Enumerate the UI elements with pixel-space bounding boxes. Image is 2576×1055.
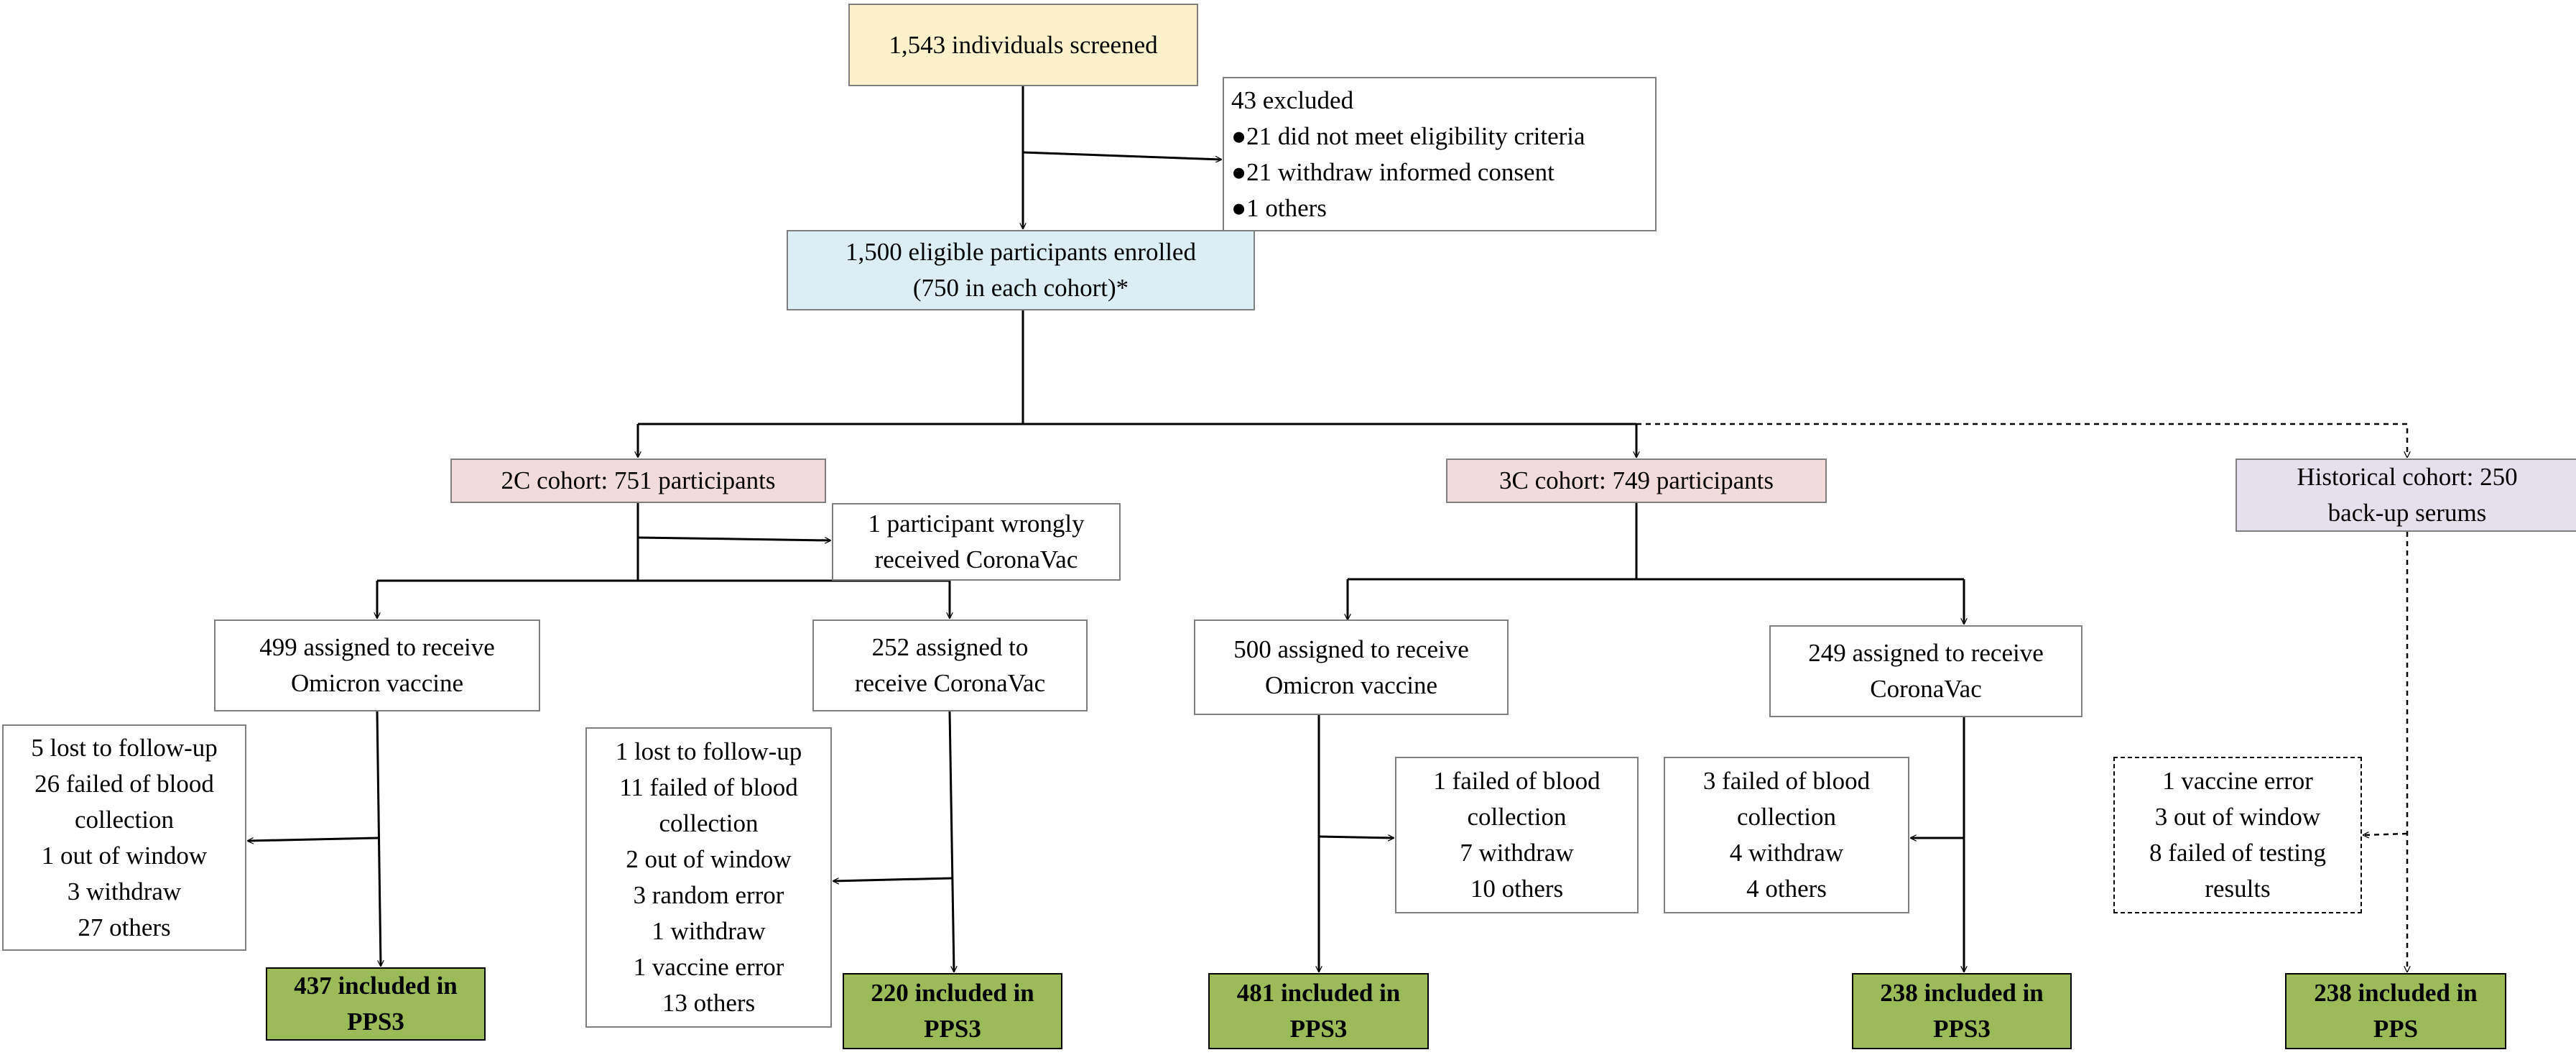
loss-3c-omicron-box: 1 failed of blood collection 7 withdraw 10 … — [1395, 757, 1639, 913]
box-text-line: 26 failed of blood — [34, 769, 214, 798]
box-text-line: collection — [659, 809, 759, 837]
arm-2c-coronavac-box: 252 assigned to receive CoronaVac — [812, 619, 1088, 711]
included-2c-coronavac-box: 220 included in PPS3 — [843, 973, 1062, 1049]
box-text-line: (750 in each cohort)* — [912, 274, 1129, 302]
box-text-line: 8 failed of testing — [2149, 839, 2326, 867]
box-text-line: collection — [1467, 803, 1567, 831]
excluded-reason: ●1 others — [1231, 193, 1327, 222]
box-text-line: received CoronaVac — [874, 545, 1078, 573]
loss-historical-box: 1 vaccine error 3 out of window 8 failed o… — [2113, 757, 2362, 913]
box-text-line: 1 participant wrongly — [868, 510, 1085, 538]
box-text-line: 4 others — [1746, 875, 1827, 903]
box-text-line: 27 others — [78, 913, 171, 941]
loss-3c-coronavac-box: 3 failed of blood collection 4 withdraw 4 o… — [1664, 757, 1909, 913]
box-text-line: 249 assigned to receive — [1808, 639, 2044, 667]
box-text-line: 481 included in — [1236, 979, 1401, 1007]
box-text-line: back-up serums — [2327, 499, 2487, 527]
box-text-line: 10 others — [1470, 875, 1564, 903]
connector-historical-loss — [2363, 834, 2408, 835]
included-3c-omicron-box: 481 included in PPS3 — [1208, 973, 1429, 1049]
connector-to-excluded — [1022, 151, 1221, 160]
connector-3c-omicron-loss — [1318, 837, 1394, 838]
box-text-line: PPS3 — [924, 1015, 981, 1043]
box-text-line: 13 others — [662, 989, 756, 1017]
box-text-line: 238 included in — [2314, 979, 2478, 1007]
connector-2c-omicron-loss — [248, 837, 379, 841]
box-text-line: 1,500 eligible participants enrolled — [845, 238, 1196, 266]
box-text-line: 1 failed of blood — [1433, 767, 1600, 795]
box-text-line: 3 failed of blood — [1702, 767, 1871, 795]
box-text-line: Omicron vaccine — [290, 669, 464, 697]
box-text-line: 4 withdraw — [1729, 839, 1844, 867]
connector-to-wrong-vaccine — [637, 536, 830, 540]
box-text-line: PPS3 — [1289, 1015, 1348, 1043]
excluded-reason: ●21 withdraw informed consent — [1231, 157, 1555, 186]
excluded-box: 43 excluded ●21 did not meet eligibility… — [1223, 77, 1657, 231]
cohort-3c-box: 3C cohort: 749 participants — [1446, 459, 1827, 503]
box-text-line: collection — [1736, 803, 1836, 831]
box-text-line: 252 assigned to — [871, 633, 1029, 661]
box-text-line: 1 out of window — [41, 841, 208, 870]
connector-to-historical — [1636, 423, 2407, 457]
cohort-historical-box: Historical cohort: 250 back-up serums — [2236, 459, 2576, 532]
loss-2c-coronavac-box: 1 lost to follow-up 11 failed of blood col… — [585, 727, 832, 1028]
box-text-line: 238 included in — [1880, 979, 2044, 1007]
box-text-line: PPS — [2373, 1015, 2419, 1043]
box-text-line: 1 withdraw — [652, 917, 766, 945]
enrolled-box: 1,500 eligible participants enrolled (750… — [787, 230, 1255, 310]
connector-2c-coronavac-included — [948, 711, 954, 972]
box-text-line: PPS3 — [347, 1008, 404, 1036]
box-text-line: 499 assigned to receive — [259, 633, 495, 661]
box-text-line: 5 lost to follow-up — [31, 733, 218, 762]
box-text-line: 7 withdraw — [1460, 839, 1574, 867]
included-2c-omicron-box: 437 included in PPS3 — [266, 967, 486, 1041]
box-text-line: CoronaVac — [1870, 675, 1982, 703]
box-text-line: Historical cohort: 250 — [2297, 463, 2518, 491]
connector-2c-coronavac-loss — [833, 877, 953, 881]
box-text-line: 3 random error — [633, 881, 784, 909]
box-text-line: 437 included in — [294, 972, 458, 1000]
box-text-line: 3 out of window — [2154, 803, 2321, 831]
cohort-2c-box: 2C cohort: 751 participants — [450, 459, 826, 503]
box-text-line: 500 assigned to receive — [1233, 635, 1469, 663]
box-text-line: 220 included in — [871, 979, 1034, 1007]
included-3c-coronavac-box: 238 included in PPS3 — [1852, 973, 2072, 1049]
included-historical-box: 238 included in PPS — [2285, 973, 2506, 1049]
box-text-line: 2 out of window — [626, 845, 792, 873]
box-text-line: 1 lost to follow-up — [615, 737, 802, 765]
excluded-title: 43 excluded — [1231, 86, 1354, 114]
box-text-line: 3C cohort: 749 participants — [1498, 466, 1774, 494]
box-text-line: 11 failed of blood — [619, 773, 798, 801]
box-text-line: 2C cohort: 751 participants — [501, 466, 776, 494]
box-text-line: receive CoronaVac — [854, 669, 1046, 697]
box-text-line: 1 vaccine error — [633, 953, 784, 981]
box-text-line: results — [2205, 875, 2271, 903]
loss-2c-omicron-box: 5 lost to follow-up 26 failed of blood col… — [2, 724, 246, 951]
wrong-vaccine-box: 1 participant wrongly received CoronaVac — [832, 503, 1121, 581]
box-text-line: 1 vaccine error — [2162, 767, 2313, 795]
box-text-line: 3 withdraw — [67, 877, 182, 906]
box-text-line: 1,543 individuals screened — [889, 30, 1158, 59]
box-text-line: Omicron vaccine — [1264, 671, 1438, 699]
connector-2c-omicron-included — [376, 711, 381, 966]
excluded-reason: ●21 did not meet eligibility criteria — [1231, 121, 1585, 150]
box-text-line: PPS3 — [1933, 1015, 1991, 1043]
screened-box: 1,543 individuals screened — [848, 4, 1198, 86]
box-text-line: collection — [74, 805, 174, 834]
